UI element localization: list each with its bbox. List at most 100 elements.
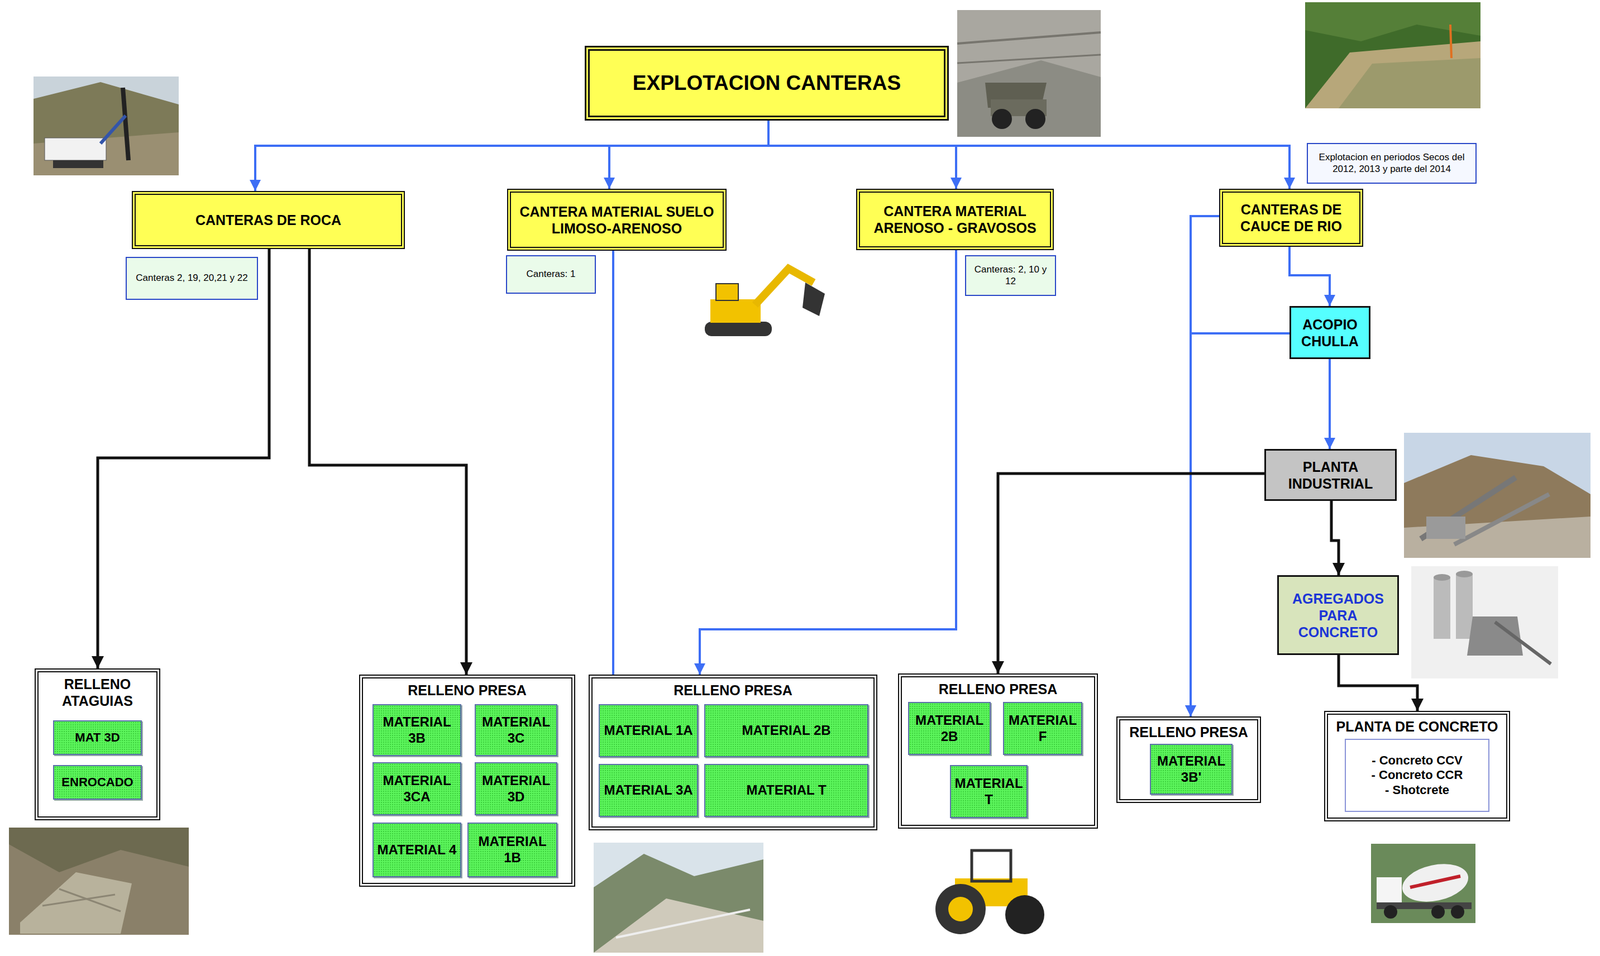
mixer-truck-photo-part	[1398, 858, 1473, 908]
box-label: MATERIAL 4	[377, 842, 457, 859]
box-label: MATERIAL 3B'	[1153, 753, 1230, 786]
material-box: MATERIAL 2B	[908, 701, 991, 756]
box-label: MATERIAL 3D	[478, 772, 554, 806]
material-box: MATERIAL 3C	[474, 704, 558, 757]
dam-photo-part	[615, 909, 751, 938]
flow-connector	[612, 250, 615, 705]
excavator-icon-part	[802, 282, 825, 317]
drill-photo-part	[53, 160, 104, 169]
roller-icon-part	[1005, 895, 1045, 935]
box-label: RELLENO PRESA	[901, 680, 1095, 698]
box-label: MATERIAL T	[953, 775, 1025, 809]
quarry-photo	[957, 10, 1101, 137]
flow-connector	[1190, 333, 1290, 717]
group-box: PLANTA DE CONCRETO - Concreto CCV- Concre…	[1324, 710, 1511, 822]
crusher-photo	[1403, 432, 1591, 558]
mixer-truck-photo-part	[1431, 905, 1445, 919]
flow-connector	[1289, 246, 1330, 307]
crusher-photo-part	[1403, 455, 1591, 558]
flow-connector	[255, 120, 769, 191]
box-label: RELLENO ATAGUIAS	[38, 675, 157, 710]
river-photo-part	[1305, 2, 1481, 42]
crusher-photo-part	[1420, 477, 1516, 539]
box-label: MATERIAL 3CA	[375, 772, 458, 806]
box-label: ENROCADO	[61, 775, 133, 790]
title-box: EXPLOTACION CANTERAS	[584, 45, 949, 121]
river-photo-part	[1450, 24, 1452, 59]
material-box: MATERIAL 2B	[704, 704, 869, 758]
box-label: EXPLOTACION CANTERAS	[632, 70, 901, 96]
cofferdam-photo-part	[8, 827, 189, 873]
category-box: CANTERAS DE CAUCE DE RIO	[1219, 188, 1364, 247]
box-label: MATERIAL 3C	[478, 714, 554, 747]
concrete-plant-icon-part	[1411, 566, 1559, 679]
flow-connector	[1331, 500, 1339, 576]
crusher-photo-part	[1426, 516, 1466, 539]
material-box: MATERIAL 3B'	[1149, 743, 1233, 795]
flow-connector	[1190, 216, 1220, 717]
dam-photo	[593, 842, 764, 953]
material-box: MATERIAL T	[704, 763, 869, 818]
crusher-photo-part	[1403, 432, 1591, 558]
category-box: CANTERA MATERIAL SUELO LIMOSO-ARENOSO	[507, 188, 727, 251]
box-label: CANTERAS DE ROCA	[195, 211, 342, 229]
list-box: - Concreto CCV- Concreto CCR- Shotcrete	[1344, 738, 1490, 813]
concrete-plant-icon-part	[1455, 574, 1473, 639]
river-photo	[1305, 2, 1481, 109]
box-label: Canteras: 2, 10 y 12	[968, 264, 1053, 288]
flow-connector	[699, 250, 957, 675]
material-box: MATERIAL T	[949, 765, 1028, 819]
box-label: CANTERAS DE CAUCE DE RIO	[1223, 201, 1360, 235]
drill-photo-part	[122, 87, 129, 161]
excavator-icon-part	[715, 283, 739, 301]
mixer-truck-photo-part	[1450, 905, 1465, 919]
concrete-plant-icon	[1411, 566, 1559, 679]
box-label: MATERIAL 1A	[603, 722, 693, 739]
concrete-plant-icon-part	[1495, 622, 1551, 665]
flow-connector	[768, 120, 957, 189]
box-label: AGREGADOS PARA CONCRETO	[1278, 590, 1398, 641]
group-box: RELLENO PRESA MATERIAL 2B MATERIAL F MATERI…	[898, 673, 1098, 829]
quarry-photo-part	[991, 108, 1012, 130]
dam-photo-part	[593, 853, 764, 953]
box-label: MATERIAL 2B	[911, 712, 988, 745]
category-box: CANTERAS DE ROCA	[131, 190, 405, 250]
box-label: - Concreto CCV	[1371, 753, 1463, 768]
flow-connector	[309, 249, 467, 675]
stockpile-box: ACOPIO CHULLA	[1289, 306, 1371, 360]
flow-connector	[997, 473, 1265, 674]
box-label: ACOPIO CHULLA	[1291, 316, 1369, 350]
river-photo-part	[1305, 41, 1481, 109]
drill-photo	[33, 76, 179, 176]
drill-photo-part	[100, 115, 126, 144]
box-label: MATERIAL 3A	[603, 782, 693, 799]
category-box: CANTERA MATERIAL ARENOSO - GRAVOSOS	[856, 188, 1054, 251]
box-label: RELLENO PRESA	[363, 681, 572, 699]
material-box: MAT 3D	[53, 720, 142, 756]
group-box: RELLENO PRESA MATERIAL 3B'	[1116, 716, 1262, 804]
roller-icon	[935, 850, 1045, 935]
drill-photo-part	[33, 76, 179, 176]
flow-connector	[1338, 655, 1418, 711]
group-box: RELLENO ATAGUIAS MAT 3D ENROCADO	[34, 668, 161, 821]
material-box: ENROCADO	[53, 765, 142, 800]
roller-icon-part	[971, 850, 1011, 882]
mixer-truck-photo-part	[1376, 877, 1402, 906]
box-label: MATERIAL 2B	[741, 722, 831, 739]
plant-box: PLANTA INDUSTRIAL	[1264, 449, 1397, 501]
mixer-truck-photo-part	[1371, 843, 1476, 924]
box-label: - Shotcrete	[1384, 782, 1450, 798]
box-label: MATERIAL F	[1006, 712, 1079, 745]
concrete-plant-icon-part	[1433, 577, 1451, 639]
cofferdam-photo	[8, 827, 189, 935]
cofferdam-photo-part	[59, 889, 121, 912]
flow-connector	[97, 249, 270, 669]
cofferdam-photo-part	[20, 872, 132, 934]
roller-icon-part	[948, 896, 973, 922]
excavator-icon-part	[704, 321, 772, 337]
box-label: RELLENO PRESA	[1120, 723, 1258, 741]
note-box: Canteras 2, 19, 20,21 y 22	[125, 256, 259, 300]
box-label: PLANTA DE CONCRETO	[1328, 718, 1507, 735]
river-photo-part	[1338, 58, 1481, 109]
mixer-truck-photo-part	[1410, 876, 1461, 888]
